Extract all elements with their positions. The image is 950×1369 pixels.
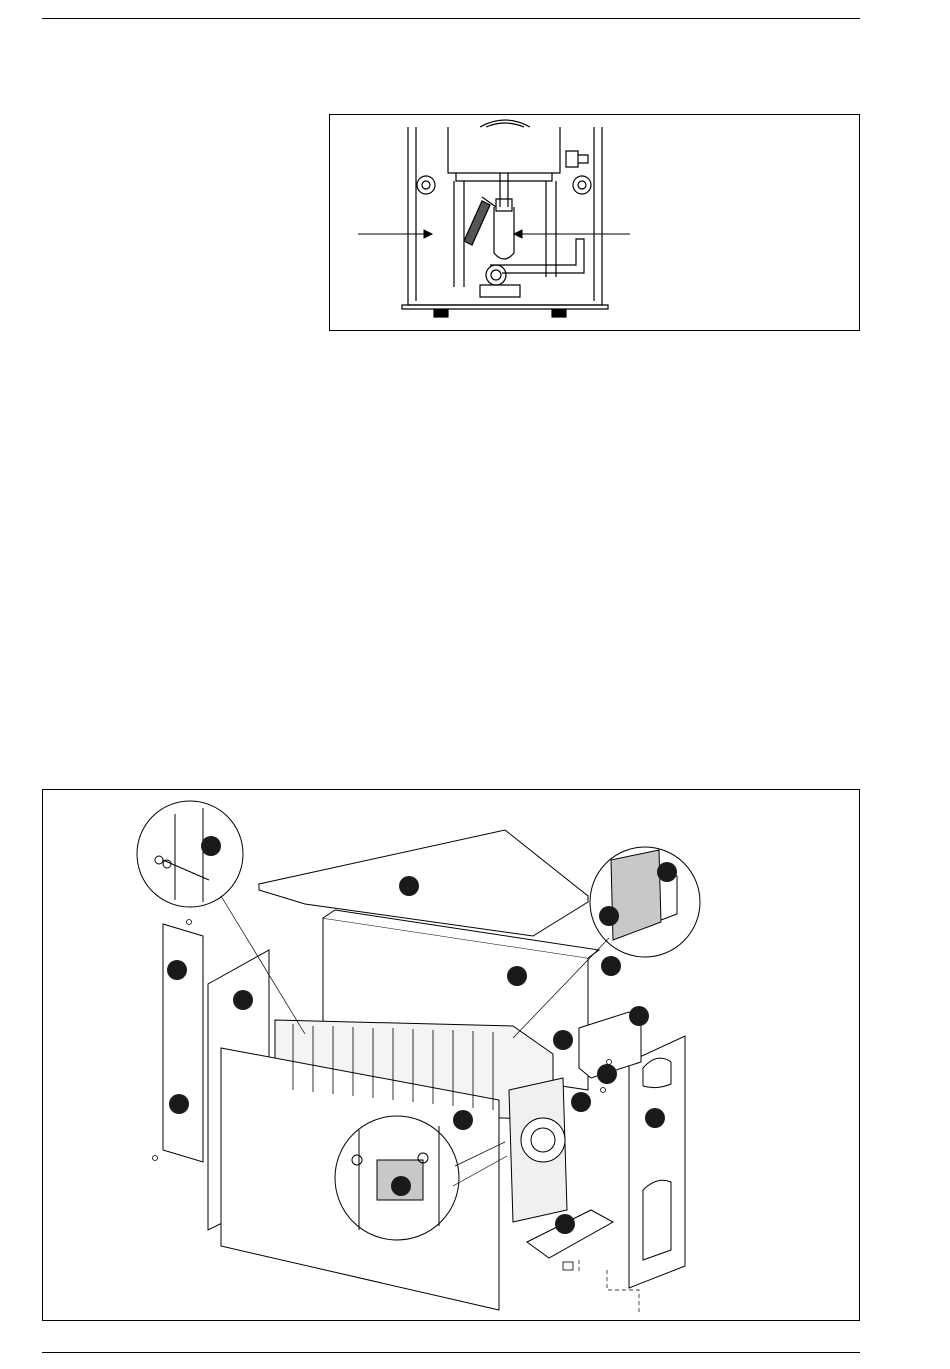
callout-marker [167, 960, 187, 980]
header-rule [42, 18, 860, 19]
callout-marker [629, 1006, 649, 1026]
callout-marker [645, 1108, 665, 1128]
figure-siphon-detail [329, 114, 860, 331]
callout-marker [169, 1094, 189, 1114]
footer-rule [42, 1352, 860, 1353]
callout-marker [599, 906, 619, 926]
flexible-hose [464, 201, 490, 245]
callout-marker [553, 1030, 573, 1050]
callout-marker [601, 956, 621, 976]
callout-marker [233, 990, 253, 1010]
callout-marker [453, 1110, 473, 1130]
left-outer-panel [163, 924, 203, 1162]
callout-marker [399, 876, 419, 896]
exploded-view-illustration [43, 790, 859, 1320]
callout-marker [597, 1064, 617, 1084]
siphon-detail-illustration [330, 115, 859, 330]
right-fitting [573, 176, 591, 194]
callout-marker [657, 862, 677, 882]
left-fitting [417, 176, 435, 194]
callout-marker [201, 836, 221, 856]
callout-marker [391, 1176, 411, 1196]
callout-marker [507, 966, 527, 986]
siphon-body [494, 207, 514, 259]
callout-marker [555, 1214, 575, 1234]
detail-circle-top-left [137, 801, 243, 907]
figure-exploded-view [42, 789, 860, 1321]
callout-marker [571, 1092, 591, 1112]
